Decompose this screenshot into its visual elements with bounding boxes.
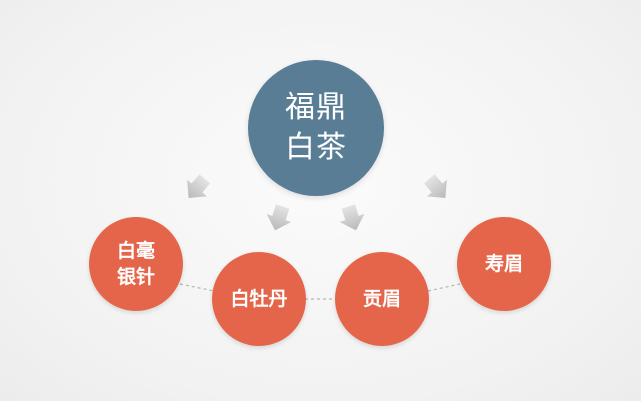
child-node-gongmei: 贡眉 — [335, 252, 429, 346]
child-label-line1: 寿眉 — [484, 253, 523, 275]
root-label-line1: 福鼎 — [285, 90, 347, 125]
child-node-baihao-yinzhen: 白毫 银针 — [89, 217, 183, 311]
child-label-line1: 贡眉 — [362, 288, 401, 310]
arrow-to-gongmei-icon — [339, 204, 365, 231]
connector-1-2 — [179, 283, 215, 292]
arrow-to-shoumei-icon — [423, 174, 447, 198]
child-label-line1: 白牡丹 — [230, 288, 288, 310]
root-label-line2: 白茶 — [285, 130, 347, 165]
child-node-baimudan: 白牡丹 — [212, 252, 306, 346]
child-node-shoumei: 寿眉 — [457, 217, 551, 311]
child-label-line1: 白毫 — [116, 240, 155, 262]
root-node-fuding-white-tea: 福鼎 白茶 — [248, 60, 384, 196]
child-label-line2: 银针 — [116, 266, 155, 288]
arrow-to-baihao-icon — [187, 174, 211, 198]
connector-3-4 — [427, 283, 461, 292]
arrow-to-baimudan-icon — [266, 204, 292, 231]
